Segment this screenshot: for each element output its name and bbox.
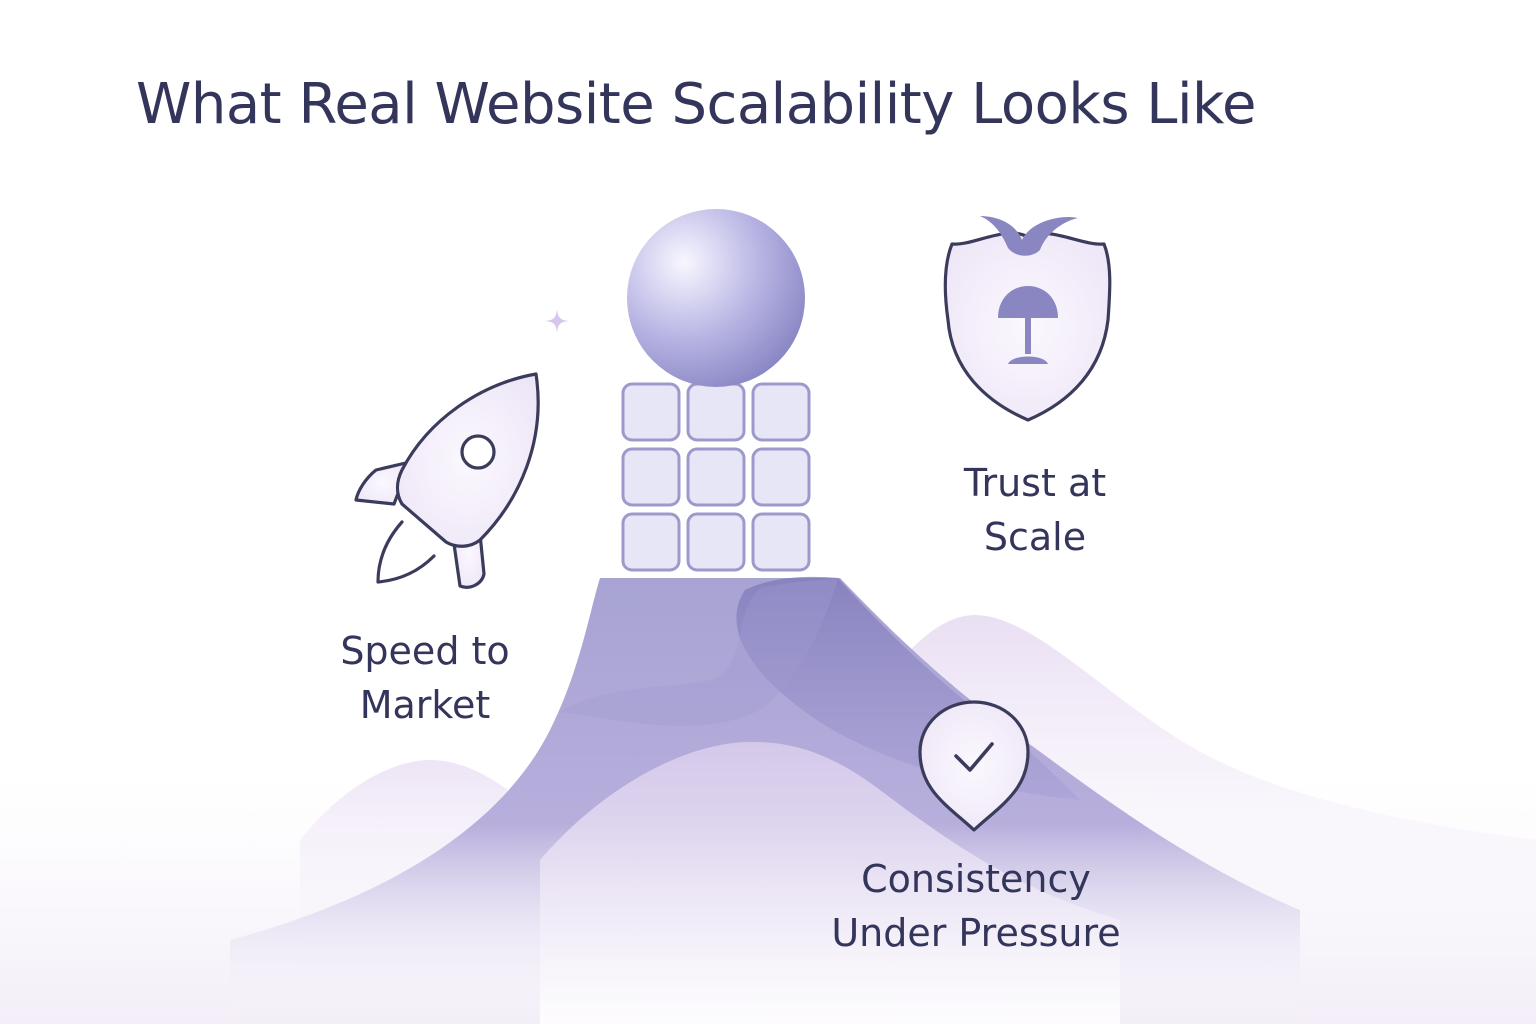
grid-block [751, 447, 811, 507]
grid-block [621, 447, 681, 507]
grid-block [686, 382, 746, 442]
speed-to-market-label: Speed to Market [300, 624, 550, 732]
label-line: Scale [983, 515, 1087, 559]
grid-block [751, 382, 811, 442]
label-line: Consistency [861, 857, 1091, 901]
sparkle-icon [545, 309, 569, 333]
sphere [627, 209, 805, 387]
label-line: Speed to [340, 629, 510, 673]
grid-block [686, 512, 746, 572]
label-line: Trust at [963, 461, 1107, 505]
block-grid [621, 382, 811, 572]
trust-at-scale-label: Trust at Scale [920, 456, 1150, 564]
grid-block [621, 512, 681, 572]
check-pin-icon [918, 700, 1030, 832]
grid-block [686, 447, 746, 507]
shield-icon [943, 216, 1112, 422]
grid-block [621, 382, 681, 442]
label-line: Market [359, 683, 491, 727]
consistency-under-pressure-label: Consistency Under Pressure [800, 852, 1152, 960]
page-title: What Real Website Scalability Looks Like [136, 72, 1256, 137]
label-line: Under Pressure [831, 911, 1121, 955]
grid-block [751, 512, 811, 572]
rocket-icon [354, 372, 540, 589]
